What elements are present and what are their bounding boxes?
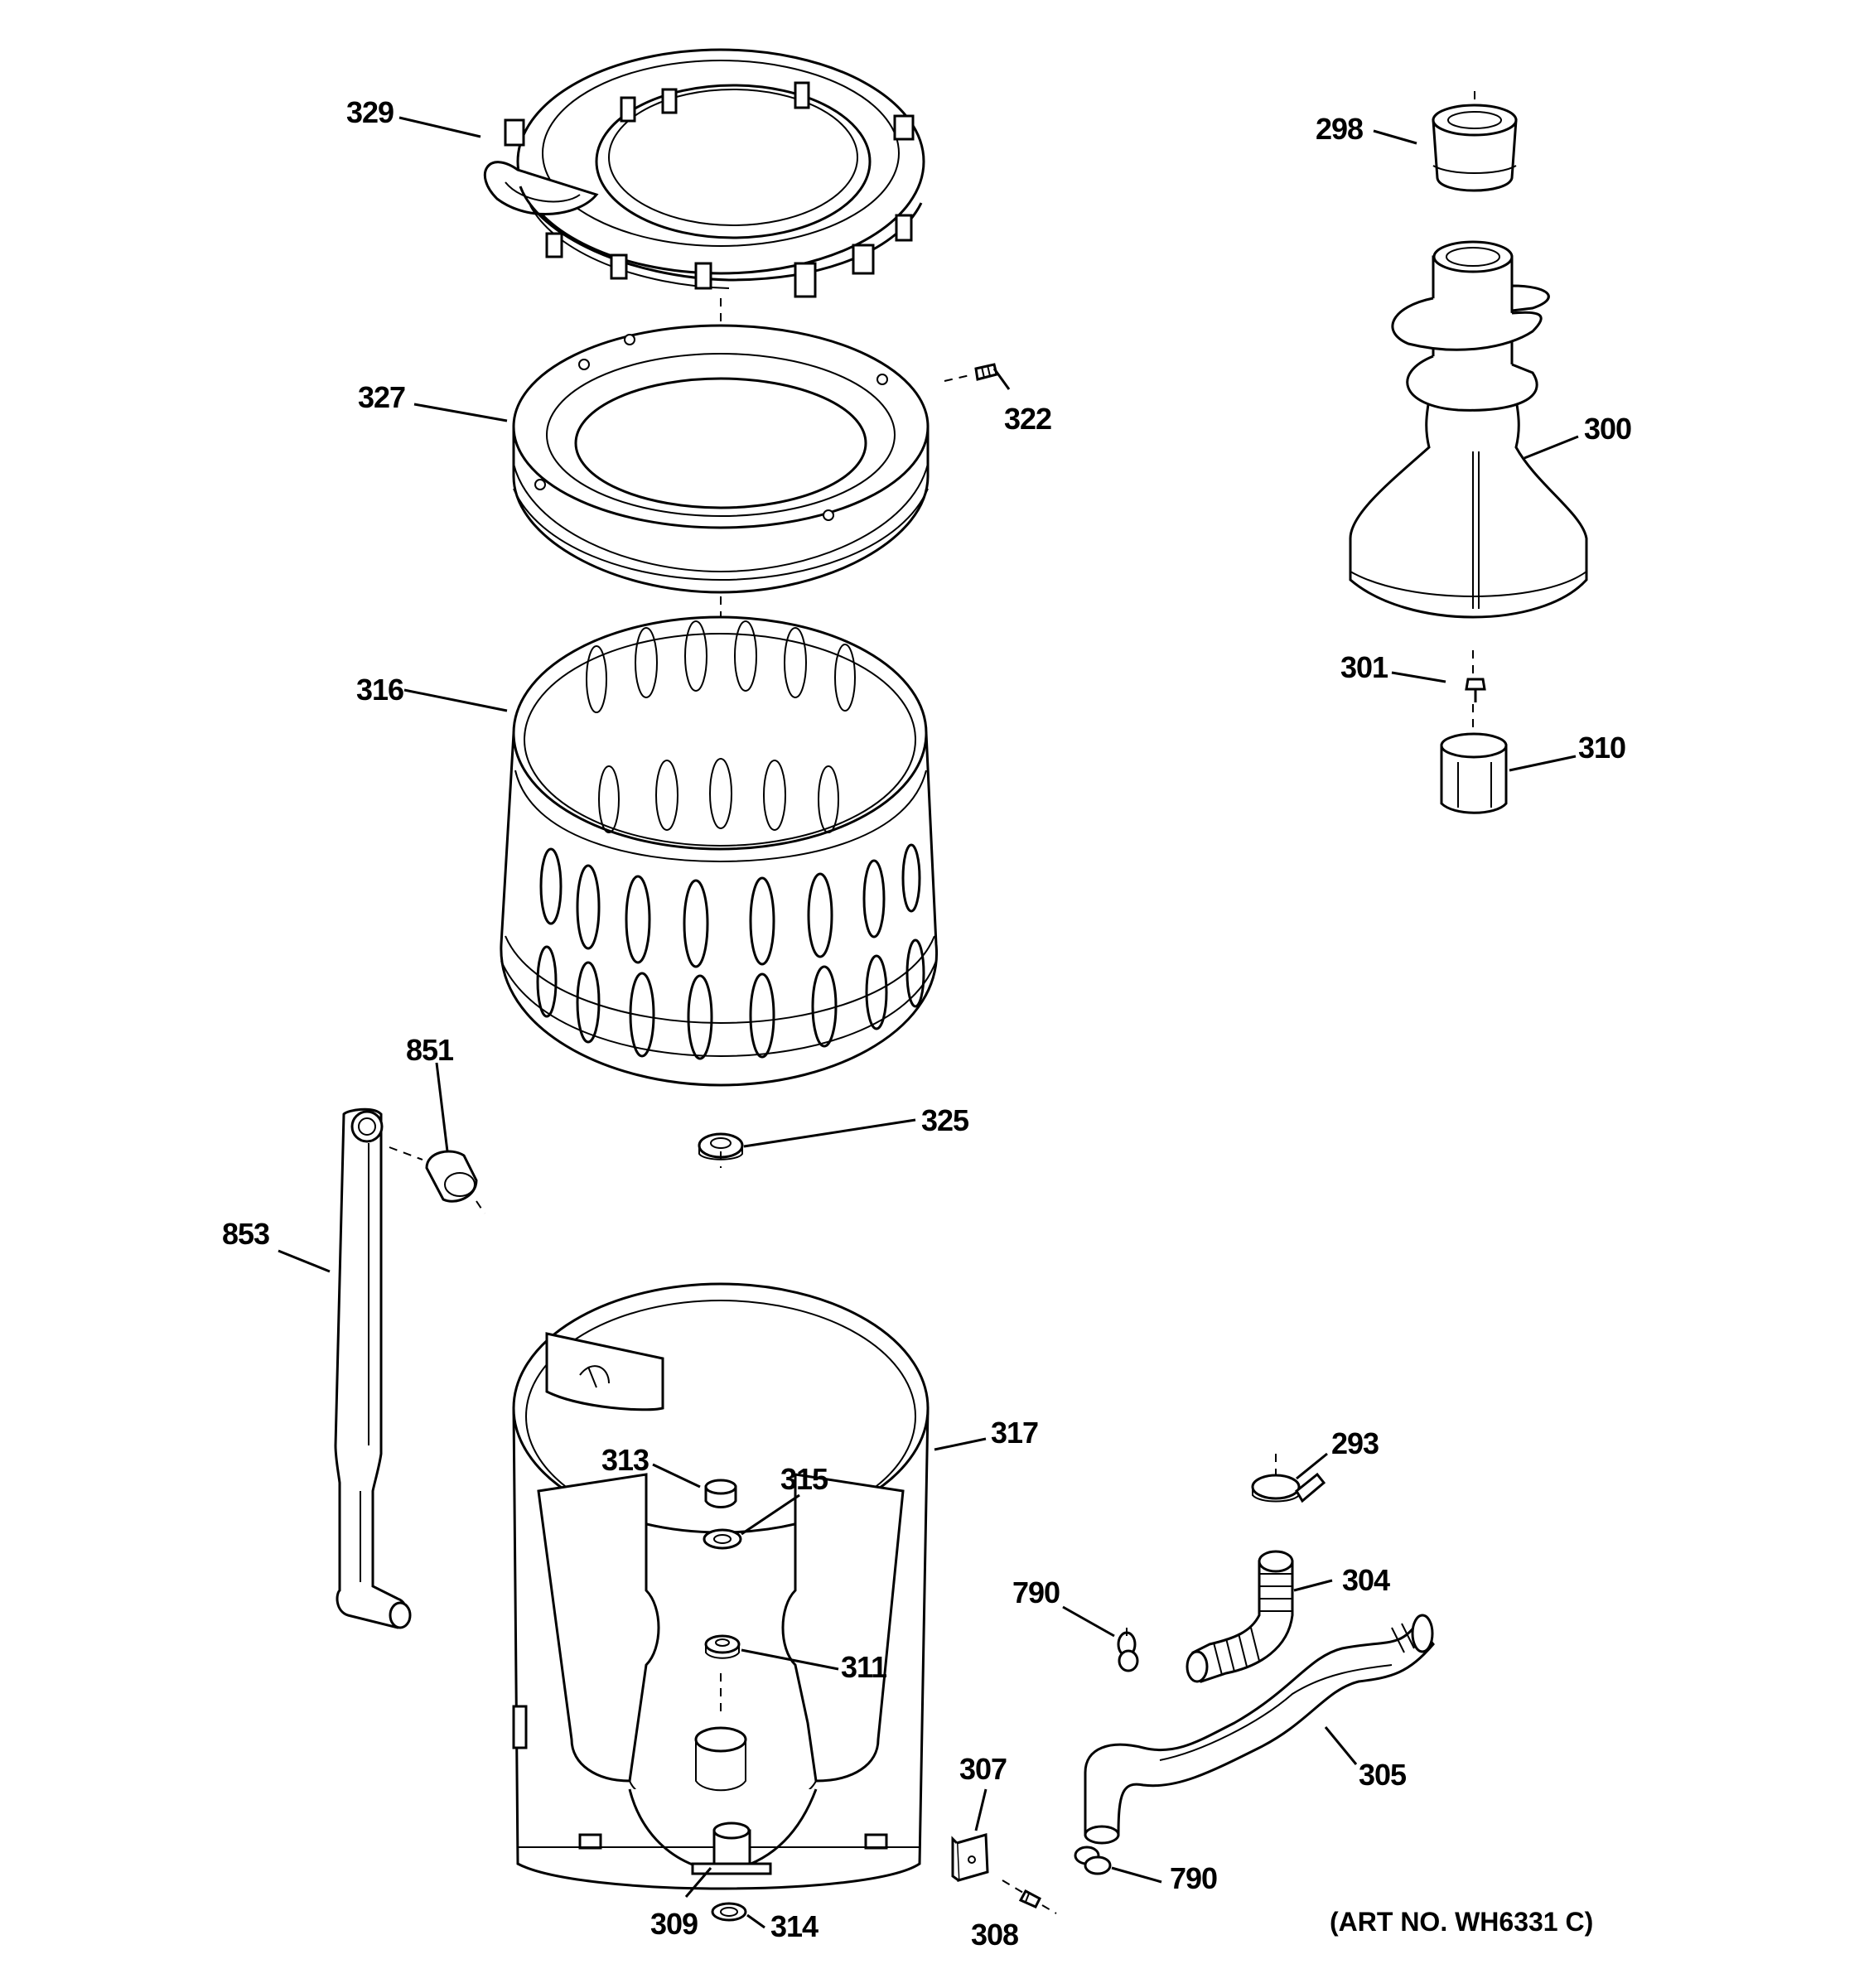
part-label-313: 313: [601, 1443, 650, 1477]
bracket-part-307: [951, 1833, 989, 1882]
part-label-329: 329: [346, 95, 394, 129]
part-label-851: 851: [406, 1033, 454, 1067]
part-label-300: 300: [1584, 412, 1632, 446]
cap-part-851: [389, 1146, 485, 1214]
elbow-hose-part-304: [1186, 1550, 1294, 1683]
agitator-part-300: [1349, 240, 1588, 619]
part-label-293: 293: [1331, 1426, 1379, 1460]
part-label-790-bottom: 790: [1170, 1861, 1218, 1895]
part-label-327: 327: [358, 380, 406, 414]
part-label-307: 307: [959, 1752, 1007, 1786]
part-label-317: 317: [991, 1416, 1039, 1450]
part-label-325: 325: [921, 1103, 969, 1137]
spring-clip-part-790-bottom: [1074, 1846, 1112, 1875]
wash-basket-part: [500, 615, 938, 1087]
screw-part-308: [1002, 1879, 1057, 1914]
part-label-316: 316: [356, 673, 404, 707]
leader-lines: [278, 116, 1579, 1929]
bushing-part-313: [704, 1479, 737, 1508]
coupling-part-310: [1440, 732, 1508, 814]
part-label-853: 853: [222, 1217, 270, 1251]
hose-clamp-part-293: [1251, 1454, 1326, 1503]
bearing-part-309: [691, 1822, 772, 1875]
hub-part-298: [1432, 91, 1518, 192]
part-label-314: 314: [770, 1909, 819, 1943]
washer-part-315: [703, 1528, 742, 1550]
drain-hose-part-305: [1084, 1614, 1435, 1845]
part-label-304: 304: [1342, 1563, 1390, 1597]
part-label-298: 298: [1316, 112, 1364, 146]
part-label-790-top: 790: [1012, 1575, 1060, 1609]
screw-part-322: [944, 363, 998, 382]
tub-cover-part: [483, 48, 925, 298]
balance-ring-part: [512, 324, 930, 594]
bolt-part-301: [1465, 650, 1486, 733]
suspension-rod-part-853: [334, 1107, 412, 1629]
part-label-322: 322: [1004, 402, 1052, 436]
part-label-311: 311: [841, 1650, 887, 1684]
spring-clip-part-790-top: [1117, 1628, 1139, 1672]
part-label-310: 310: [1578, 731, 1626, 765]
part-label-308: 308: [971, 1918, 1019, 1952]
part-label-309: 309: [650, 1907, 698, 1941]
outer-tub-part: [512, 1282, 930, 1890]
nut-part-311: [704, 1634, 741, 1659]
part-label-301: 301: [1340, 650, 1388, 684]
seal-part-314: [711, 1902, 747, 1922]
part-label-305: 305: [1359, 1758, 1407, 1792]
part-label-315: 315: [780, 1462, 828, 1496]
art-number-note: (ART NO. WH6331 C): [1330, 1907, 1594, 1937]
